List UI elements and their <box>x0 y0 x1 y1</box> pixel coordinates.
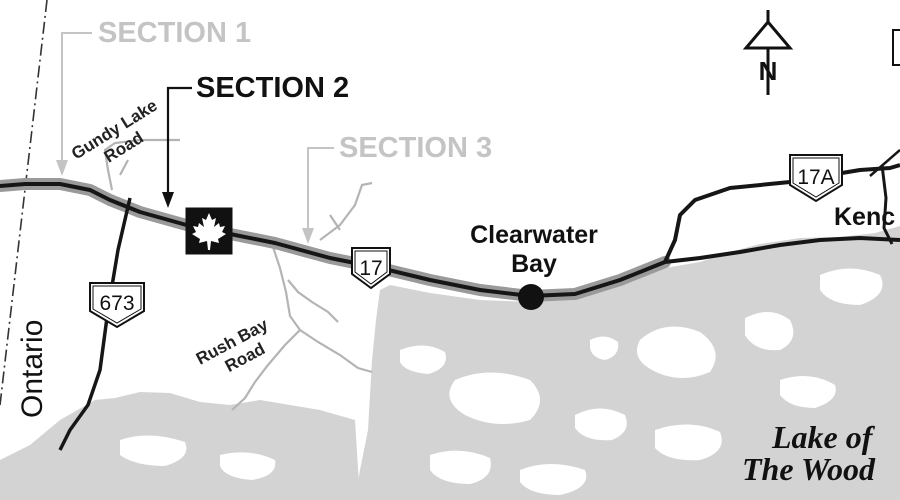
hwy-17-shield: 17 <box>351 247 391 290</box>
north-arrow-letter: N <box>759 56 778 86</box>
kenora-road <box>869 149 900 177</box>
section-2-marker: SECTION 2 <box>162 72 349 208</box>
maple-leaf-marker <box>185 207 233 255</box>
maple-leaf-icon <box>192 213 226 250</box>
rush-bay-road-label: Rush Bay Road <box>193 315 272 376</box>
rush-bay-road <box>231 243 302 411</box>
lake-label-line2: The Wood <box>742 451 876 487</box>
highway-17a <box>663 163 900 263</box>
section-1-marker: SECTION 1 <box>56 17 251 176</box>
hwy-17a-shield: 17A <box>789 154 843 203</box>
clearwater-bay-label-line2: Bay <box>511 250 557 278</box>
north-arrow-icon <box>742 10 794 95</box>
minor-roads <box>103 138 373 411</box>
section-2-label: SECTION 2 <box>196 72 349 104</box>
highway-17 <box>0 182 900 298</box>
hwy-17a-number: 17A <box>797 166 834 189</box>
section-3-marker: SECTION 3 <box>302 132 492 244</box>
gundy-lake-road-label: Gundy Lake Road <box>68 96 161 167</box>
partial-sign-edge <box>892 29 900 66</box>
section-1-label: SECTION 1 <box>98 17 251 49</box>
hwy-17-number: 17 <box>359 257 382 280</box>
provincial-boundary <box>0 0 48 406</box>
hwy-673-number: 673 <box>99 292 134 315</box>
town-dot-icon <box>518 284 544 310</box>
kenora-label: Kenc <box>834 203 895 231</box>
hwy-673-shield: 673 <box>89 282 145 329</box>
lake-label-line1: Lake of <box>771 419 876 455</box>
lake-islands <box>120 268 883 495</box>
section-3-label: SECTION 3 <box>339 132 492 164</box>
gundy-lake-road <box>103 138 180 191</box>
clearwater-bay-label-line1: Clearwater <box>470 221 598 249</box>
highway-17a-connector <box>880 164 894 245</box>
highway-673 <box>58 197 132 451</box>
ontario-label: Ontario <box>16 320 49 418</box>
